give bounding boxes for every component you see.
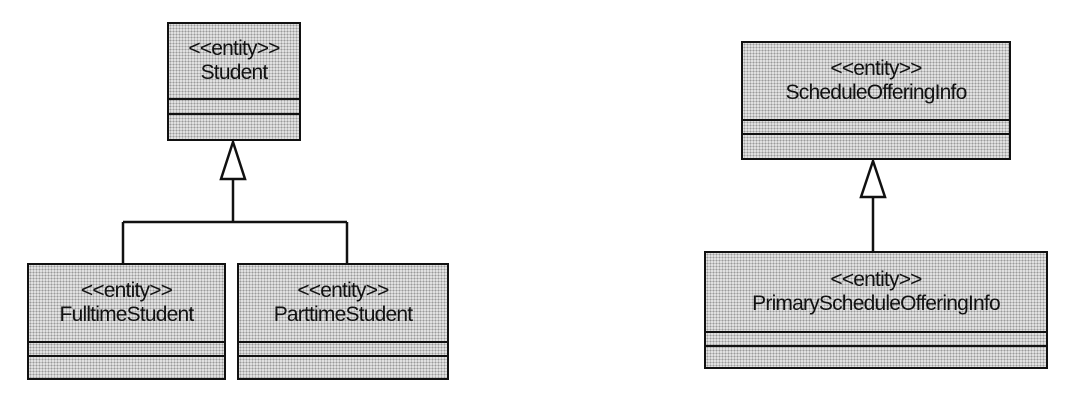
stereotype-label: <<entity>> xyxy=(297,278,389,302)
class-primary-schedule-offering-info[interactable]: <<entity>> PrimaryScheduleOfferingInfo xyxy=(704,251,1048,369)
attributes-compartment xyxy=(169,98,299,113)
class-name: ScheduleOfferingInfo xyxy=(785,81,968,104)
generalization-arrowhead-schedule xyxy=(859,157,887,199)
class-name-compartment: <<entity>> ParttimeStudent xyxy=(239,265,447,341)
class-name-compartment: <<entity>> PrimaryScheduleOfferingInfo xyxy=(706,253,1046,331)
class-name: ParttimeStudent xyxy=(273,303,413,326)
class-student[interactable]: <<entity>> Student xyxy=(167,22,301,141)
attributes-compartment xyxy=(239,341,447,355)
class-fulltime-student[interactable]: <<entity>> FulltimeStudent xyxy=(27,263,226,380)
operations-compartment xyxy=(239,355,447,378)
class-name-compartment: <<entity>> Student xyxy=(169,24,299,98)
generalization-connector-schedule xyxy=(859,157,887,251)
generalization-connector-student xyxy=(121,137,349,263)
class-name-compartment: <<entity>> ScheduleOfferingInfo xyxy=(743,43,1009,119)
stereotype-label: <<entity>> xyxy=(80,278,173,302)
class-schedule-offering-info[interactable]: <<entity>> ScheduleOfferingInfo xyxy=(741,41,1011,160)
operations-compartment xyxy=(706,345,1046,367)
operations-compartment xyxy=(169,113,299,139)
class-parttime-student[interactable]: <<entity>> ParttimeStudent xyxy=(237,263,449,380)
attributes-compartment xyxy=(29,341,224,355)
operations-compartment xyxy=(29,355,224,378)
attributes-compartment xyxy=(743,119,1009,133)
class-name: FulltimeStudent xyxy=(59,303,195,326)
operations-compartment xyxy=(743,133,1009,158)
attributes-compartment xyxy=(706,331,1046,345)
generalization-arrowhead-student xyxy=(219,137,247,181)
stereotype-label: <<entity>> xyxy=(830,267,922,291)
class-name-compartment: <<entity>> FulltimeStudent xyxy=(29,265,224,341)
stereotype-label: <<entity>> xyxy=(830,56,922,80)
class-name: PrimaryScheduleOfferingInfo xyxy=(752,292,1000,315)
class-name: Student xyxy=(200,61,269,84)
stereotype-label: <<entity>> xyxy=(188,36,280,60)
